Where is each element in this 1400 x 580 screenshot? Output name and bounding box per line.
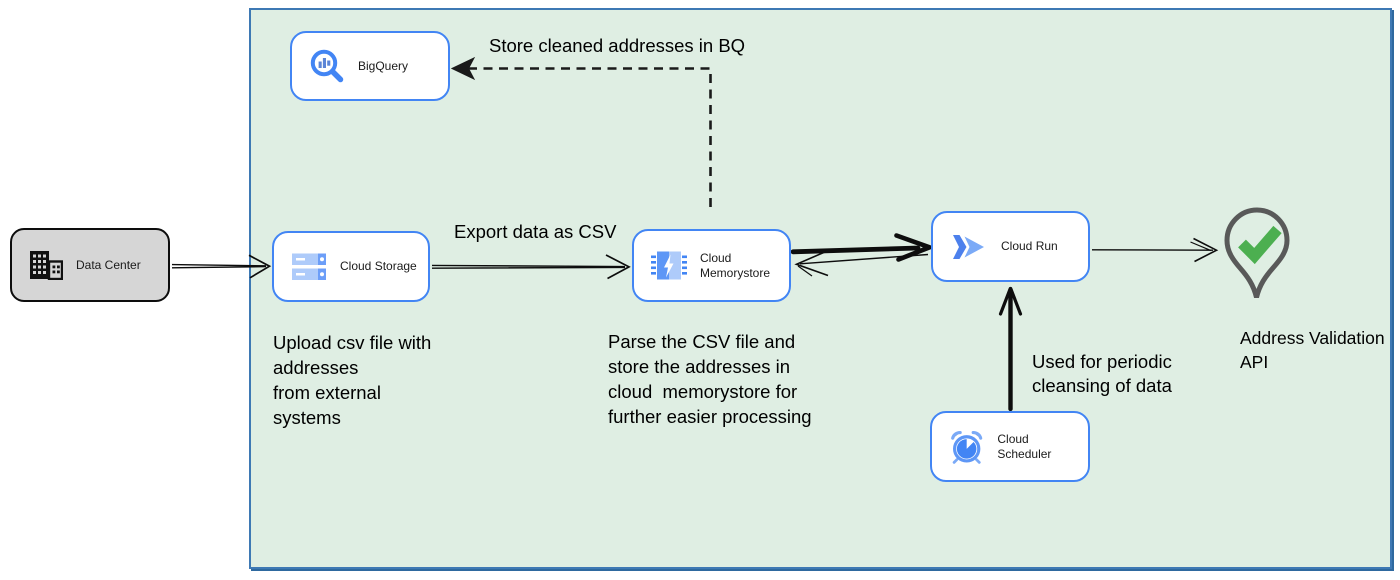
cloud-run-icon bbox=[953, 234, 984, 259]
annotation-export-csv: Export data as CSV bbox=[454, 221, 617, 242]
node-cloud-memorystore-label: Cloud Memorystore bbox=[700, 250, 771, 280]
memorystore-icon bbox=[651, 251, 687, 279]
node-cloud-run[interactable]: Cloud Run bbox=[931, 211, 1090, 282]
annotation-parse-note: Parse the CSV file and store the address… bbox=[608, 331, 812, 427]
node-cloud-storage[interactable]: Cloud Storage bbox=[272, 231, 430, 302]
annotation-periodic-note: Used for periodic cleansing of data bbox=[1032, 351, 1172, 396]
node-cloud-scheduler[interactable]: Cloud Scheduler bbox=[930, 411, 1090, 482]
map-pin-check-icon bbox=[1224, 207, 1290, 299]
node-data-center-label: Data Center bbox=[76, 257, 141, 272]
address-validation-pin[interactable] bbox=[1222, 206, 1292, 315]
gcp-boundary-container bbox=[249, 8, 1392, 569]
cloud-storage-icon bbox=[292, 253, 326, 280]
node-cloud-memorystore[interactable]: Cloud Memorystore bbox=[632, 229, 791, 302]
building-icon bbox=[30, 251, 63, 280]
node-bigquery-label: BigQuery bbox=[358, 58, 409, 73]
annotation-upload-note: Upload csv file with addresses from exte… bbox=[273, 332, 432, 428]
address-validation-label: Address Validation API bbox=[1240, 328, 1385, 372]
node-cloud-scheduler-label: Cloud Scheduler bbox=[997, 431, 1052, 461]
node-cloud-run-label: Cloud Run bbox=[1001, 239, 1058, 253]
cloud-scheduler-icon bbox=[951, 430, 983, 464]
bigquery-icon bbox=[310, 49, 344, 83]
annotation-store-bq: Store cleaned addresses in BQ bbox=[489, 35, 746, 56]
node-data-center[interactable]: Data Center bbox=[10, 228, 170, 302]
node-bigquery[interactable]: BigQuery bbox=[290, 31, 450, 101]
node-cloud-storage-label: Cloud Storage bbox=[340, 259, 417, 273]
